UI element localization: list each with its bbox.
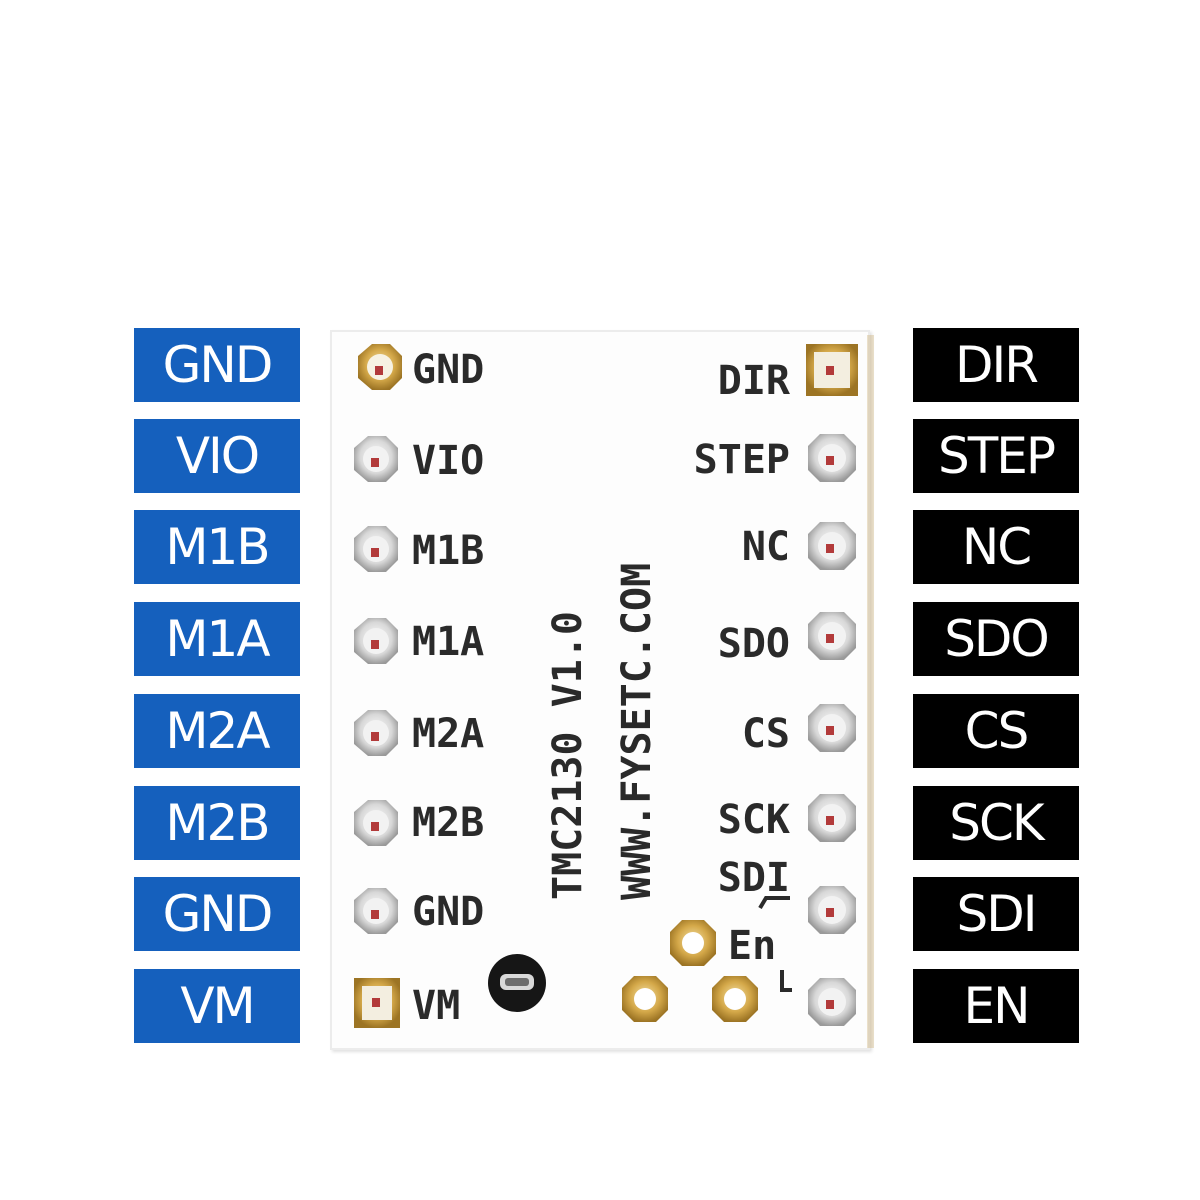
left-pin-label-gnd-2: GND [134,877,300,951]
silk-m1b: M1B [412,528,485,574]
board-edge-shadow [867,335,874,1048]
pad-sdi-right [808,886,856,934]
pad-en-right [808,978,856,1026]
pad-m1a-left [354,618,398,664]
board-url-text: WWW.FYSETC.COM [614,562,660,900]
pad-gnd-left [358,344,402,390]
right-pin-label-step: STEP [913,419,1079,493]
pad-cs-right [808,704,856,752]
pad-nc-right [808,522,856,570]
left-pin-label-gnd: GND [134,328,300,402]
left-header-pads [354,344,402,1028]
silk-vio: VIO [412,438,485,484]
silk-sdo: SDO [717,621,790,667]
pad-m1b-left [354,526,398,572]
pad-m2b-left [354,800,398,846]
silk-m1a: M1A [412,619,485,665]
led-component [488,954,546,1012]
silk-dir: DIR [717,358,790,404]
silk-marks [758,896,792,992]
silk-m2b: M2B [412,800,485,846]
right-pin-label-sck: SCK [913,786,1079,860]
silk-vm: VM [412,983,461,1029]
pad-sdo-right [808,612,856,660]
silk-sck: SCK [717,797,790,843]
driver-board [330,330,870,1050]
silk-en: En [728,923,777,969]
silk-gnd-2: GND [412,889,485,935]
right-pin-label-cs: CS [913,694,1079,768]
pad-dir-right [806,344,858,396]
right-pin-label-dir: DIR [913,328,1079,402]
right-pin-label-sdi: SDI [913,877,1079,951]
pad-vm-left [354,978,400,1028]
pad-step-right [808,434,856,482]
left-pin-label-vio: VIO [134,419,300,493]
right-pin-label-sdo: SDO [913,602,1079,676]
silk-nc: NC [741,524,790,570]
silk-cs: CS [741,711,790,757]
board-model-text: TMC2130 V1.0 [545,611,591,900]
silk-sdi: SDI [717,855,790,901]
left-pin-label-m1a: M1A [134,602,300,676]
left-pin-label-m2a: M2A [134,694,300,768]
silk-m2a: M2A [412,711,485,757]
silk-gnd: GND [412,347,485,393]
right-header-pads [806,344,858,1026]
left-pin-label-m1b: M1B [134,510,300,584]
pad-gnd2-left [354,888,398,934]
silk-step: STEP [693,437,790,483]
pad-sck-right [808,794,856,842]
right-pin-label-nc: NC [913,510,1079,584]
jumper-pads [622,920,758,1022]
right-pin-label-en: EN [913,969,1079,1043]
pad-m2a-left [354,710,398,756]
pad-vio-left [354,436,398,482]
left-pin-label-vm: VM [134,969,300,1043]
left-pin-label-m2b: M2B [134,786,300,860]
